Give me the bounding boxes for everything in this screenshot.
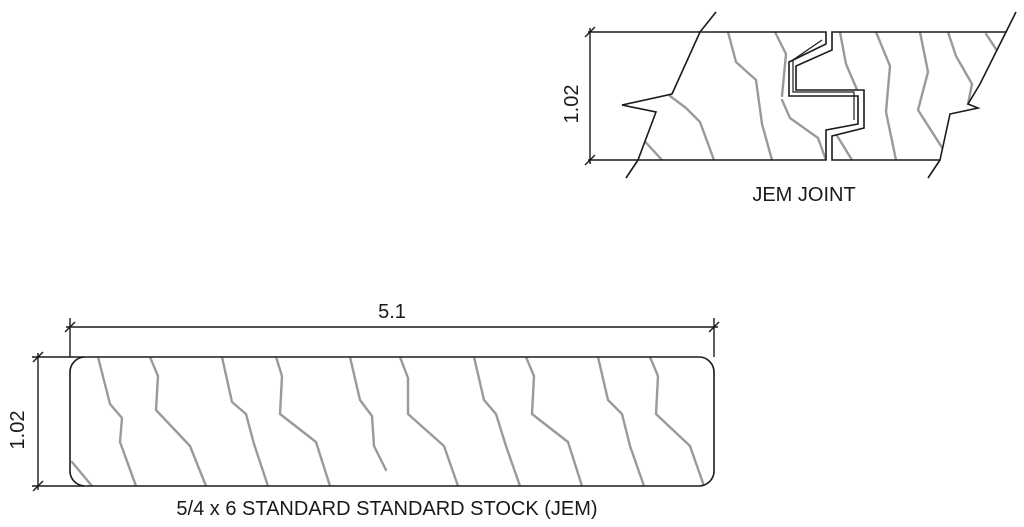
joint-thickness-label: 1.02 [561, 85, 583, 124]
right-break-line-bottom [927, 159, 941, 179]
board-outline [69, 356, 715, 487]
right-break-line-top [1005, 11, 1017, 33]
board-width-dimension: 5.1 [64, 301, 720, 357]
tongue-relief-line [792, 39, 855, 120]
board-caption: 5/4 x 6 STANDARD STANDARD STOCK (JEM) [176, 498, 597, 520]
joint-right-grain [834, 32, 1000, 160]
jem-joint-detail: 1.02 JEM JOINT [561, 11, 1017, 206]
left-break-line-bottom [625, 159, 639, 179]
board-width-label: 5.1 [378, 301, 406, 323]
joint-left-grain [638, 32, 828, 160]
joint-right-board [795, 31, 1008, 161]
board-thickness-dimension: 1.02 [7, 351, 84, 492]
joint-left-board [621, 31, 859, 161]
joint-right-board-outline [795, 31, 1008, 161]
joint-left-board-outline [621, 31, 859, 161]
joint-thickness-dimension: 1.02 [561, 26, 700, 166]
board-thickness-label: 1.02 [7, 411, 29, 450]
left-break-line-top [699, 11, 717, 33]
joint-caption: JEM JOINT [752, 184, 855, 206]
board-grain-pattern [70, 357, 706, 486]
board-profile: 5.1 1.02 5/4 x 6 STANDARD STANDARD STOCK… [7, 301, 720, 520]
